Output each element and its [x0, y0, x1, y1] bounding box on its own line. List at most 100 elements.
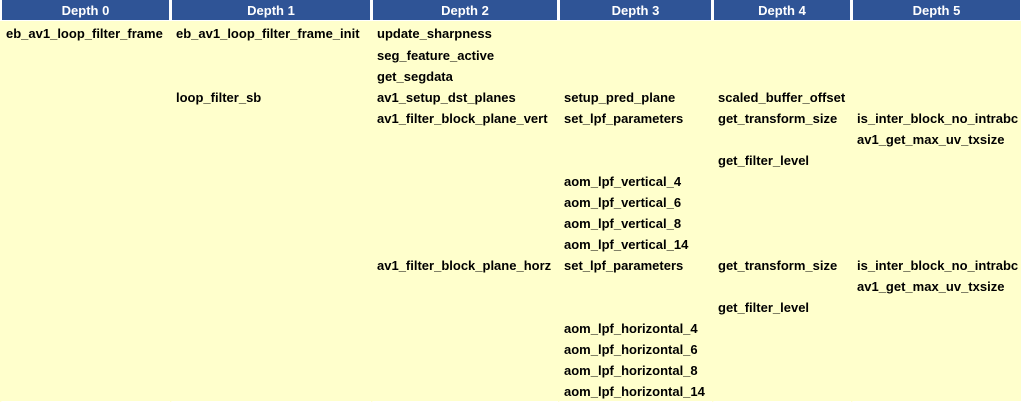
- depth-1-cell[interactable]: [170, 150, 371, 171]
- depth-1-cell[interactable]: [170, 339, 371, 360]
- depth-2-cell[interactable]: av1_filter_block_plane_horz: [371, 255, 558, 276]
- column-header-depth-3[interactable]: Depth 3: [558, 0, 712, 21]
- depth-0-cell[interactable]: [0, 129, 170, 150]
- depth-1-cell[interactable]: [170, 318, 371, 339]
- depth-5-cell[interactable]: [851, 339, 1021, 360]
- depth-2-cell[interactable]: [371, 171, 558, 192]
- depth-4-cell[interactable]: [712, 318, 851, 339]
- depth-0-cell[interactable]: eb_av1_loop_filter_frame: [0, 21, 170, 45]
- depth-2-cell[interactable]: seg_feature_active: [371, 45, 558, 66]
- depth-2-cell[interactable]: get_segdata: [371, 66, 558, 87]
- depth-4-cell[interactable]: [712, 129, 851, 150]
- depth-5-cell[interactable]: [851, 45, 1021, 66]
- depth-4-cell[interactable]: [712, 171, 851, 192]
- depth-0-cell[interactable]: [0, 192, 170, 213]
- depth-4-cell[interactable]: get_filter_level: [712, 297, 851, 318]
- depth-3-cell[interactable]: setup_pred_plane: [558, 87, 712, 108]
- depth-3-cell[interactable]: aom_lpf_horizontal_4: [558, 318, 712, 339]
- depth-0-cell[interactable]: [0, 66, 170, 87]
- depth-2-cell[interactable]: av1_filter_block_plane_vert: [371, 108, 558, 129]
- depth-1-cell[interactable]: [170, 45, 371, 66]
- depth-5-cell[interactable]: [851, 171, 1021, 192]
- depth-4-cell[interactable]: [712, 360, 851, 381]
- depth-3-cell[interactable]: [558, 21, 712, 45]
- depth-2-cell[interactable]: [371, 234, 558, 255]
- depth-5-cell[interactable]: [851, 297, 1021, 318]
- depth-4-cell[interactable]: get_transform_size: [712, 255, 851, 276]
- depth-0-cell[interactable]: [0, 171, 170, 192]
- depth-5-cell[interactable]: [851, 213, 1021, 234]
- depth-5-cell[interactable]: [851, 318, 1021, 339]
- depth-2-cell[interactable]: [371, 192, 558, 213]
- depth-4-cell[interactable]: [712, 276, 851, 297]
- depth-4-cell[interactable]: [712, 339, 851, 360]
- depth-2-cell[interactable]: av1_setup_dst_planes: [371, 87, 558, 108]
- depth-2-cell[interactable]: update_sharpness: [371, 21, 558, 45]
- depth-1-cell[interactable]: [170, 171, 371, 192]
- depth-5-cell[interactable]: [851, 150, 1021, 171]
- depth-0-cell[interactable]: [0, 381, 170, 402]
- depth-4-cell[interactable]: [712, 66, 851, 87]
- depth-1-cell[interactable]: [170, 276, 371, 297]
- depth-3-cell[interactable]: aom_lpf_horizontal_8: [558, 360, 712, 381]
- depth-3-cell[interactable]: [558, 297, 712, 318]
- column-header-depth-4[interactable]: Depth 4: [712, 0, 851, 21]
- depth-2-cell[interactable]: [371, 381, 558, 402]
- depth-1-cell[interactable]: [170, 255, 371, 276]
- depth-0-cell[interactable]: [0, 108, 170, 129]
- depth-3-cell[interactable]: [558, 150, 712, 171]
- depth-2-cell[interactable]: [371, 318, 558, 339]
- depth-4-cell[interactable]: [712, 21, 851, 45]
- depth-5-cell[interactable]: av1_get_max_uv_txsize: [851, 129, 1021, 150]
- depth-5-cell[interactable]: [851, 360, 1021, 381]
- depth-2-cell[interactable]: [371, 213, 558, 234]
- depth-1-cell[interactable]: [170, 66, 371, 87]
- depth-5-cell[interactable]: av1_get_max_uv_txsize: [851, 276, 1021, 297]
- depth-1-cell[interactable]: [170, 381, 371, 402]
- depth-1-cell[interactable]: eb_av1_loop_filter_frame_init: [170, 21, 371, 45]
- depth-3-cell[interactable]: [558, 276, 712, 297]
- depth-0-cell[interactable]: [0, 255, 170, 276]
- depth-4-cell[interactable]: [712, 45, 851, 66]
- depth-3-cell[interactable]: aom_lpf_vertical_14: [558, 234, 712, 255]
- depth-5-cell[interactable]: [851, 87, 1021, 108]
- depth-4-cell[interactable]: get_filter_level: [712, 150, 851, 171]
- depth-2-cell[interactable]: [371, 297, 558, 318]
- depth-3-cell[interactable]: [558, 129, 712, 150]
- depth-5-cell[interactable]: is_inter_block_no_intrabc: [851, 108, 1021, 129]
- depth-4-cell[interactable]: scaled_buffer_offset: [712, 87, 851, 108]
- depth-1-cell[interactable]: [170, 234, 371, 255]
- depth-3-cell[interactable]: [558, 66, 712, 87]
- depth-4-cell[interactable]: get_transform_size: [712, 108, 851, 129]
- depth-0-cell[interactable]: [0, 234, 170, 255]
- depth-4-cell[interactable]: [712, 213, 851, 234]
- depth-4-cell[interactable]: [712, 192, 851, 213]
- depth-0-cell[interactable]: [0, 213, 170, 234]
- depth-0-cell[interactable]: [0, 339, 170, 360]
- column-header-depth-0[interactable]: Depth 0: [0, 0, 170, 21]
- depth-3-cell[interactable]: set_lpf_parameters: [558, 108, 712, 129]
- depth-5-cell[interactable]: [851, 234, 1021, 255]
- depth-0-cell[interactable]: [0, 276, 170, 297]
- depth-4-cell[interactable]: [712, 234, 851, 255]
- depth-5-cell[interactable]: [851, 381, 1021, 402]
- depth-3-cell[interactable]: [558, 45, 712, 66]
- depth-0-cell[interactable]: [0, 318, 170, 339]
- depth-1-cell[interactable]: [170, 297, 371, 318]
- column-header-depth-2[interactable]: Depth 2: [371, 0, 558, 21]
- depth-2-cell[interactable]: [371, 360, 558, 381]
- depth-1-cell[interactable]: loop_filter_sb: [170, 87, 371, 108]
- depth-0-cell[interactable]: [0, 150, 170, 171]
- depth-1-cell[interactable]: [170, 360, 371, 381]
- depth-2-cell[interactable]: [371, 276, 558, 297]
- depth-3-cell[interactable]: aom_lpf_vertical_8: [558, 213, 712, 234]
- depth-5-cell[interactable]: [851, 66, 1021, 87]
- depth-0-cell[interactable]: [0, 45, 170, 66]
- depth-3-cell[interactable]: aom_lpf_horizontal_14: [558, 381, 712, 402]
- depth-4-cell[interactable]: [712, 381, 851, 402]
- column-header-depth-1[interactable]: Depth 1: [170, 0, 371, 21]
- depth-2-cell[interactable]: [371, 339, 558, 360]
- depth-2-cell[interactable]: [371, 150, 558, 171]
- depth-3-cell[interactable]: aom_lpf_horizontal_6: [558, 339, 712, 360]
- depth-5-cell[interactable]: [851, 192, 1021, 213]
